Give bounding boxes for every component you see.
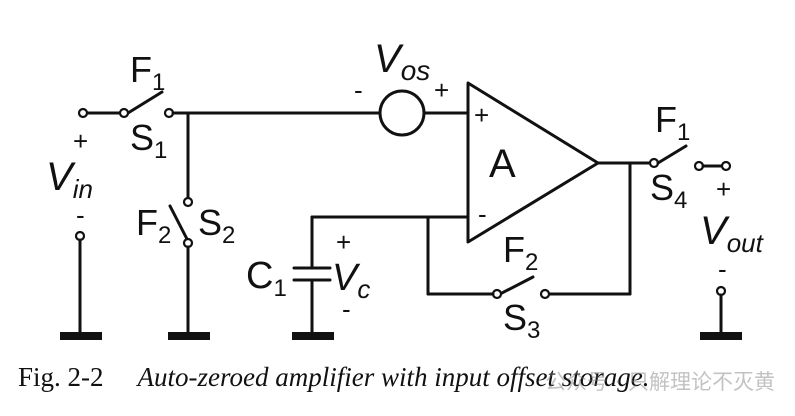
vos-plus-sign: + [434,75,449,105]
label-vc: Vc [332,257,370,304]
vin-minus-sign: - [76,200,85,230]
label-f2-s3: F2 [503,229,538,276]
vc-plus-sign: + [336,227,351,257]
label-amp-a: A [489,142,516,186]
watermark: 公众号 · 只解理论不灭黄 [544,370,775,394]
vin-plus-sign: + [73,126,88,156]
vout-plus-terminal [720,160,732,172]
label-s1: S1 [130,117,167,164]
label-s3: S3 [503,297,540,344]
vos-minus-sign: - [354,75,363,105]
amplifier-triangle [466,81,600,244]
vout-minus-sign: - [718,254,727,284]
label-f1-output: F1 [655,99,690,146]
amp-plus-input-sign: + [474,100,489,130]
label-vos: Vos [374,37,430,86]
switch-s2-contact-top [182,196,194,208]
switch-s3-contact-right [539,288,551,300]
vc-minus-sign: - [342,294,351,324]
vout-plus-sign: + [716,174,731,204]
figure-caption: Fig. 2-2 Auto-zeroed amplifier with input… [18,362,650,393]
switch-s2-blade [168,204,190,243]
label-vout: Vout [700,209,765,258]
label-s2: S2 [198,202,235,249]
switch-s1-contact-left [118,107,130,119]
label-vin: Vin [46,155,93,204]
switch-s1-blade [126,90,164,115]
figure-caption-text: Auto-zeroed amplifier with input offset … [137,362,650,392]
vin-plus-terminal [77,107,89,119]
label-f2-s2: F2 [136,202,171,249]
switch-s3-blade [498,275,535,296]
amp-minus-input-sign: - [478,199,487,229]
vos-source [378,89,426,137]
figure-number: Fig. 2-2 [18,362,104,392]
switch-s4-blade [656,144,688,165]
label-s4: S4 [650,167,687,214]
label-f1-input: F1 [130,49,165,96]
label-c1: C1 [246,255,287,302]
